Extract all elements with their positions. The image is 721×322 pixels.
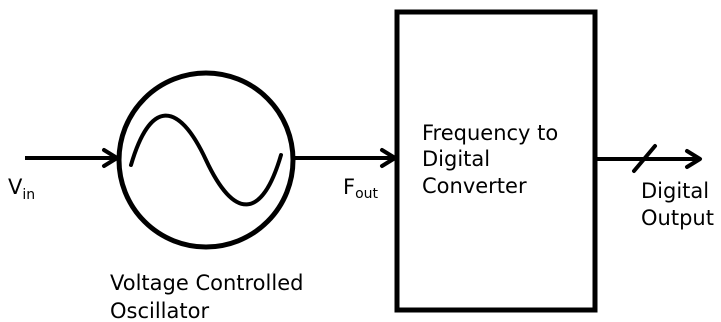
input-label-main: V bbox=[8, 175, 23, 199]
vco-caption-line1: Voltage Controlled bbox=[110, 271, 303, 295]
output-label: Digital Output bbox=[641, 179, 716, 230]
vco-output-label: Fout bbox=[343, 175, 379, 202]
input-label-subscript: in bbox=[22, 187, 35, 203]
output-label-line2: Output bbox=[641, 206, 714, 230]
vco-output-label-subscript: out bbox=[355, 186, 378, 202]
bus-slash-icon bbox=[632, 144, 657, 173]
converter-label: Frequency to Digital Converter bbox=[422, 121, 565, 198]
digital-output-arrow bbox=[597, 144, 702, 173]
vco-output-arrow bbox=[293, 148, 397, 168]
converter-label-line1: Frequency to bbox=[422, 121, 558, 145]
frequency-to-digital-converter-box bbox=[394, 9, 598, 313]
input-arrow bbox=[25, 148, 119, 168]
vco-caption-line2: Oscillator bbox=[110, 299, 209, 322]
sine-wave-icon bbox=[129, 113, 283, 207]
vco-caption: Voltage Controlled Oscillator bbox=[110, 271, 310, 322]
voltage-controlled-oscillator bbox=[116, 70, 296, 250]
output-label-line1: Digital bbox=[641, 179, 709, 203]
vco-output-label-main: F bbox=[343, 175, 355, 199]
input-label: Vin bbox=[8, 175, 35, 203]
converter-label-line3: Converter bbox=[422, 174, 527, 198]
converter-label-line2: Digital bbox=[422, 147, 490, 171]
